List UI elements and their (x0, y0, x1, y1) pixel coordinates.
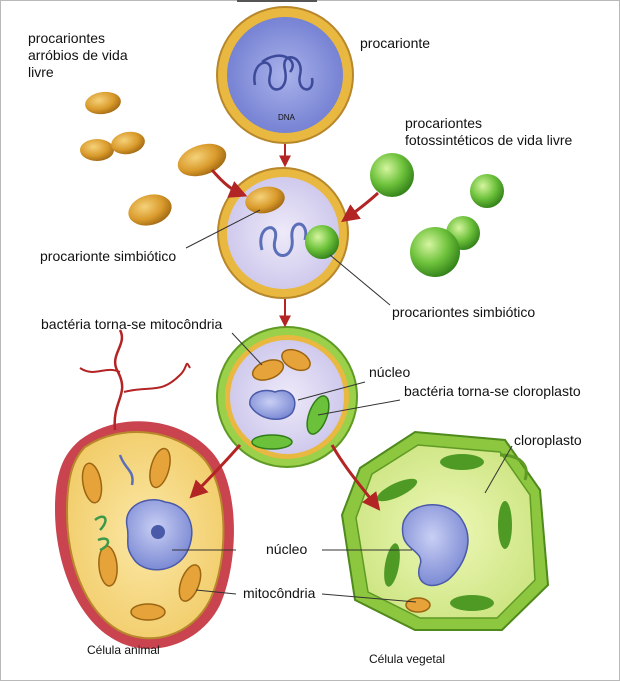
plant-cell (342, 432, 548, 630)
aerobic-prokaryotes-group (80, 90, 230, 231)
label-bacteria-to-chloroplast: bactéria torna-se cloroplasto (404, 383, 581, 400)
label-symbiotic-prokaryote: procarionte simbiótico (40, 248, 176, 265)
label-free-living-aerobic: procariontes arróbios de vida livre (28, 30, 128, 81)
label-free-living-photosynthetic: procariontes fotossintéticos de vida liv… (405, 115, 572, 149)
host-cell-with-symbionts (218, 168, 348, 298)
label-prokaryote: procarionte (360, 35, 430, 52)
label-bacteria-to-mitochondria: bactéria torna-se mitocôndria (41, 316, 222, 333)
label-nucleus-small: núcleo (369, 364, 410, 381)
label-nucleus: núcleo (266, 541, 307, 558)
label-symbiotic-prokaryotes: procariontes simbiótico (392, 304, 535, 321)
label-animal-cell: Célula animal (87, 643, 160, 658)
label-mitochondria: mitocôndria (243, 585, 315, 602)
photosynthetic-prokaryotes-group (370, 153, 504, 277)
label-plant-cell: Célula vegetal (369, 652, 445, 667)
animal-cell (55, 330, 234, 649)
label-dna: DNA (278, 113, 295, 123)
label-chloroplast: cloroplasto (514, 432, 582, 449)
